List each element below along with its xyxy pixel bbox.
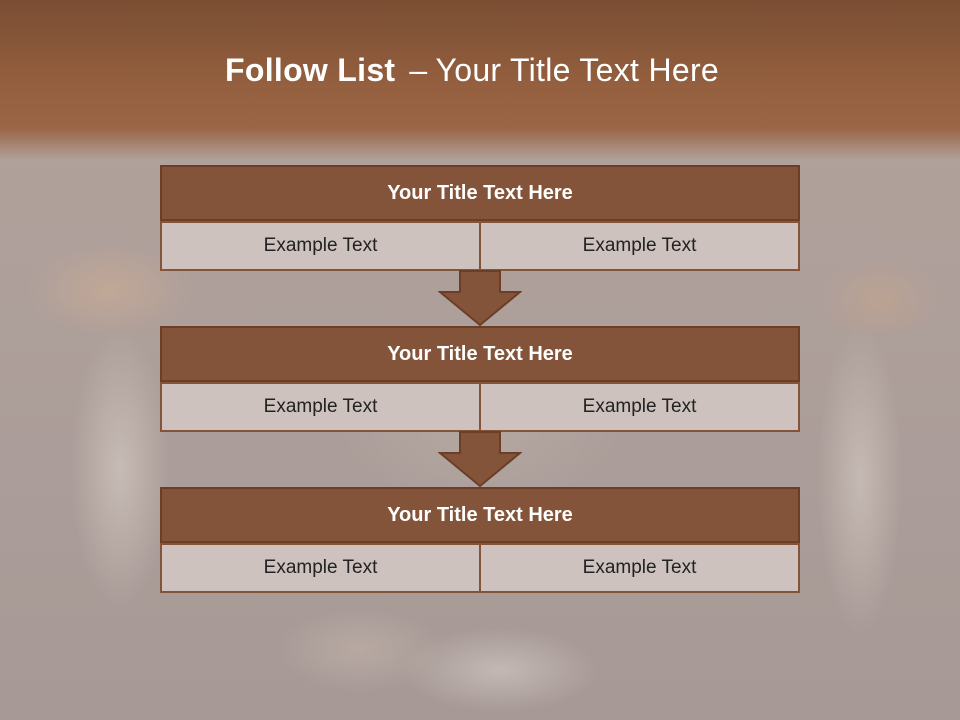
block-cell-left[interactable]: Example Text (160, 221, 481, 271)
block-row: Example Text Example Text (160, 382, 800, 432)
block-row: Example Text Example Text (160, 221, 800, 271)
down-arrow-icon (438, 270, 522, 326)
block-heading[interactable]: Your Title Text Here (160, 165, 800, 221)
slide-title[interactable]: Follow List–Your Title Text Here (0, 52, 944, 89)
title-band (0, 0, 960, 160)
slide-title-text: Your Title Text Here (435, 52, 719, 88)
slide-title-bold: Follow List (225, 52, 396, 88)
list-block-3[interactable]: Your Title Text Here Example Text Exampl… (160, 487, 800, 593)
block-cell-left[interactable]: Example Text (160, 543, 481, 593)
block-row: Example Text Example Text (160, 543, 800, 593)
list-block-1[interactable]: Your Title Text Here Example Text Exampl… (160, 165, 800, 271)
block-heading[interactable]: Your Title Text Here (160, 487, 800, 543)
block-cell-left[interactable]: Example Text (160, 382, 481, 432)
slide-title-separator: – (409, 52, 428, 88)
list-block-2[interactable]: Your Title Text Here Example Text Exampl… (160, 326, 800, 432)
block-cell-right[interactable]: Example Text (481, 221, 800, 271)
block-cell-right[interactable]: Example Text (481, 543, 800, 593)
block-heading[interactable]: Your Title Text Here (160, 326, 800, 382)
block-cell-right[interactable]: Example Text (481, 382, 800, 432)
down-arrow-icon (438, 431, 522, 487)
